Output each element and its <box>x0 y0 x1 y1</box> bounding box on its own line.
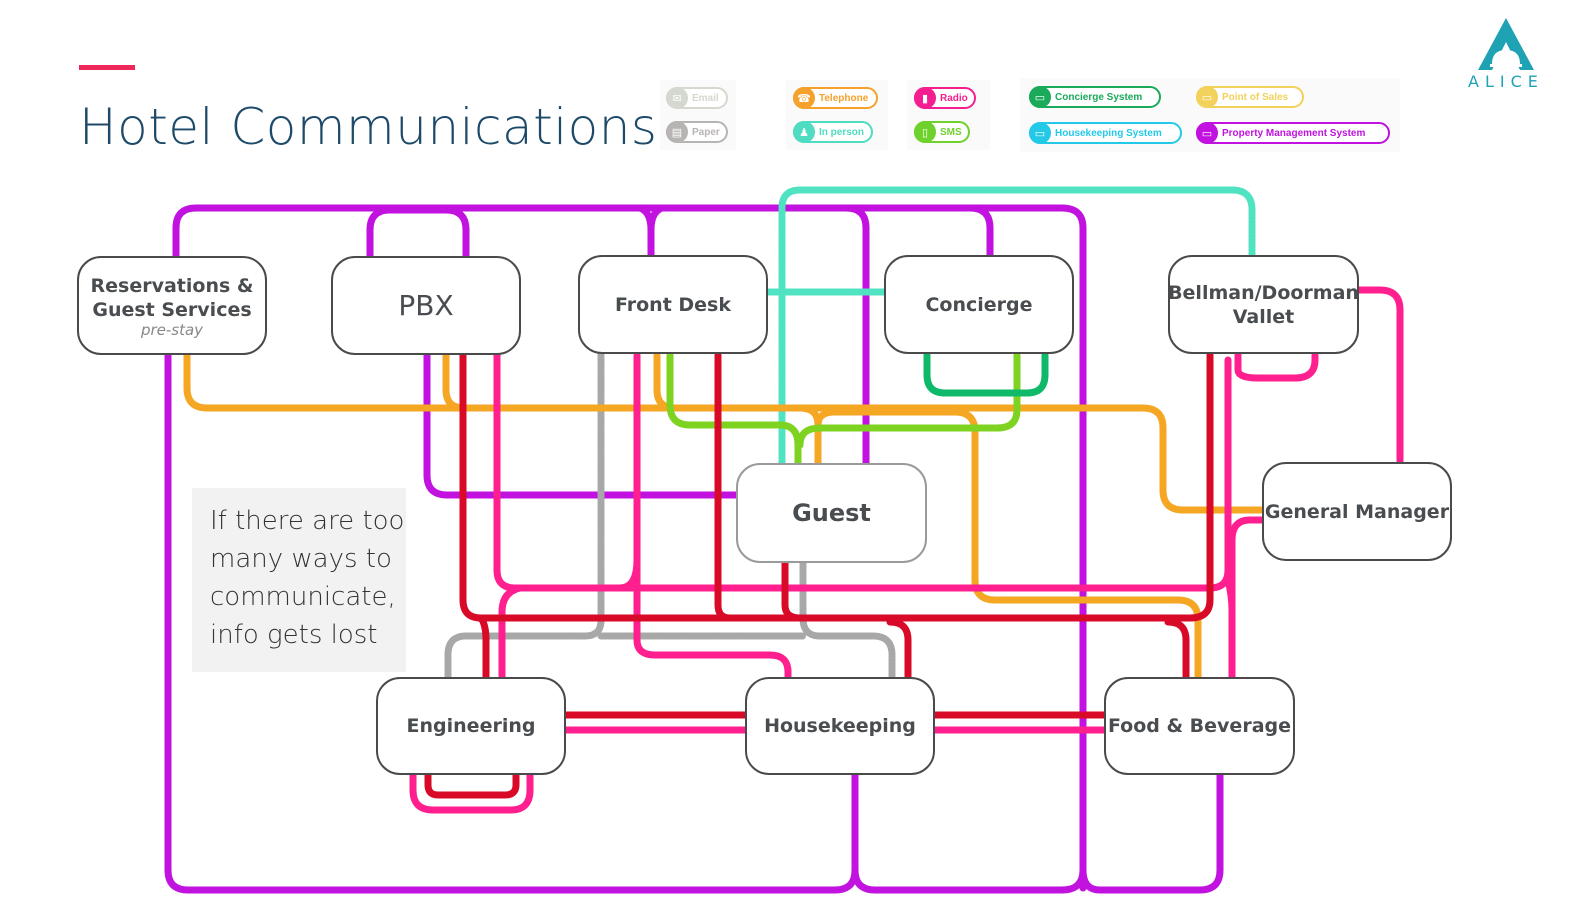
line-radio-dark-pbx-bellman <box>459 351 1214 622</box>
line-radio-dark-fb <box>1164 618 1190 681</box>
line-sms-frontdesk-guest <box>666 351 802 467</box>
legend-item-housekeeping-system: ▭ Housekeeping System <box>1029 122 1182 144</box>
legend-item-in-person: ♟ In person <box>793 121 873 143</box>
laptop-icon: ▭ <box>1029 86 1051 108</box>
legend-label: Concierge System <box>1055 91 1143 103</box>
legend-label: Point of Sales <box>1222 91 1289 103</box>
line-phone-to-fb <box>814 408 1202 681</box>
line-radio-dark-engineering-loop <box>424 771 520 799</box>
radio-icon: ▮ <box>914 87 936 109</box>
line-concierge-system-loop <box>923 351 1049 397</box>
node-reservations[interactable]: Reservations & Guest Services pre-stay <box>77 256 267 355</box>
line-radio-dark-housekeeping <box>886 618 912 681</box>
node-concierge[interactable]: Concierge <box>884 255 1074 354</box>
legend-item-concierge-system: ▭ Concierge System <box>1029 86 1161 108</box>
laptop-icon: ▭ <box>1196 122 1218 144</box>
line-radio-to-housekeeping <box>633 556 792 681</box>
legend-item-radio: ▮ Radio <box>914 87 976 109</box>
envelope-icon: ✉ <box>666 87 688 109</box>
node-label-line2: Guest Services <box>92 298 252 321</box>
line-radio-engineering-outer-loop <box>409 771 534 814</box>
note-line: If there are too <box>210 506 405 536</box>
line-pms-bottom-mid <box>851 866 1087 894</box>
legend-label: Housekeeping System <box>1055 127 1162 139</box>
legend-item-sms: ▯ SMS <box>914 121 970 143</box>
line-phone-to-gm <box>796 404 1266 514</box>
telephone-icon: ☎ <box>793 87 815 109</box>
node-label: Reservations & <box>90 274 254 297</box>
note-line: communicate, <box>210 582 396 612</box>
legend-label: Telephone <box>819 92 869 104</box>
node-label: Guest <box>792 499 871 527</box>
line-radio-gm-fb <box>1228 516 1266 681</box>
legend-item-telephone: ☎ Telephone <box>793 87 878 109</box>
node-pbx[interactable]: PBX <box>331 256 521 355</box>
node-front-desk[interactable]: Front Desk <box>578 255 768 354</box>
legend-label: Email <box>692 92 719 104</box>
node-label: Food & Beverage <box>1107 715 1292 737</box>
line-pms-pbx-guest <box>423 351 740 499</box>
line-radio-bellman-gm <box>1355 286 1404 466</box>
node-label: General Manager <box>1264 500 1450 523</box>
note-line: many ways to <box>210 544 392 574</box>
legend-label: Radio <box>940 92 968 104</box>
node-label-line2: Vallet <box>1232 305 1295 328</box>
phone-icon: ▯ <box>914 121 936 143</box>
laptop-icon: ▭ <box>1196 86 1218 108</box>
line-pms-top-frame <box>172 204 1087 892</box>
node-label: Housekeeping <box>764 715 916 737</box>
legend-item-email: ✉ Email <box>666 87 728 109</box>
line-pms-bottom-right <box>1079 771 1224 894</box>
node-label: Concierge <box>925 293 1033 316</box>
legend-label: SMS <box>940 126 962 138</box>
legend-item-property-management-system: ▭ Property Management System <box>1196 122 1390 144</box>
node-engineering[interactable]: Engineering <box>376 677 566 775</box>
note-line: info gets lost <box>210 620 378 650</box>
line-paper-frontdesk-engineering <box>444 351 605 681</box>
document-icon: ▤ <box>666 121 688 143</box>
line-paper-guest-housekeeping <box>799 559 896 681</box>
node-housekeeping[interactable]: Housekeeping <box>745 677 935 775</box>
node-bellman[interactable]: Bellman/Doorman Vallet <box>1168 255 1359 354</box>
node-guest[interactable]: Guest <box>736 463 927 563</box>
line-radio-dark-engineering <box>477 614 490 681</box>
callout-note: If there are too many ways to communicat… <box>192 488 406 672</box>
line-radio-dark-guest <box>781 559 804 622</box>
line-radio-cross <box>1224 576 1236 614</box>
node-label: PBX <box>398 288 454 322</box>
line-radio-frontdesk-engineering <box>498 351 641 681</box>
line-inperson-guest-bellman <box>778 186 1256 467</box>
legend-label: Property Management System <box>1222 127 1366 139</box>
node-general-manager[interactable]: General Manager <box>1262 462 1452 561</box>
legend-label: In person <box>819 126 865 138</box>
logo-text: ALICE <box>1468 72 1544 91</box>
laptop-icon: ▭ <box>1029 122 1051 144</box>
node-label: Front Desk <box>614 293 731 316</box>
page-title: Hotel Communications <box>79 98 658 156</box>
node-food-beverage[interactable]: Food & Beverage <box>1104 677 1295 775</box>
line-radio-bellman-loop <box>1234 351 1319 382</box>
people-icon: ♟ <box>793 121 815 143</box>
line-phone-reservations-guest <box>183 351 822 467</box>
line-sms-concierge-guest <box>796 351 1021 449</box>
alice-logo-icon <box>1478 18 1534 70</box>
node-sublabel: pre-stay <box>140 320 204 339</box>
line-pms-pbx-loop <box>366 206 470 260</box>
title-accent-bar <box>79 65 135 70</box>
legend-item-point-of-sales: ▭ Point of Sales <box>1196 86 1304 108</box>
legend-label: Paper <box>692 126 720 138</box>
line-radio-dark-frontdesk <box>714 351 734 622</box>
node-label: Bellman/Doorman <box>1168 281 1359 304</box>
line-pms-guest-drop <box>842 204 870 467</box>
line-pms-frontdesk-right <box>647 204 666 234</box>
line-pms-concierge-drop <box>966 204 994 260</box>
node-label: Engineering <box>406 715 536 737</box>
legend-item-paper: ▤ Paper <box>666 121 728 143</box>
